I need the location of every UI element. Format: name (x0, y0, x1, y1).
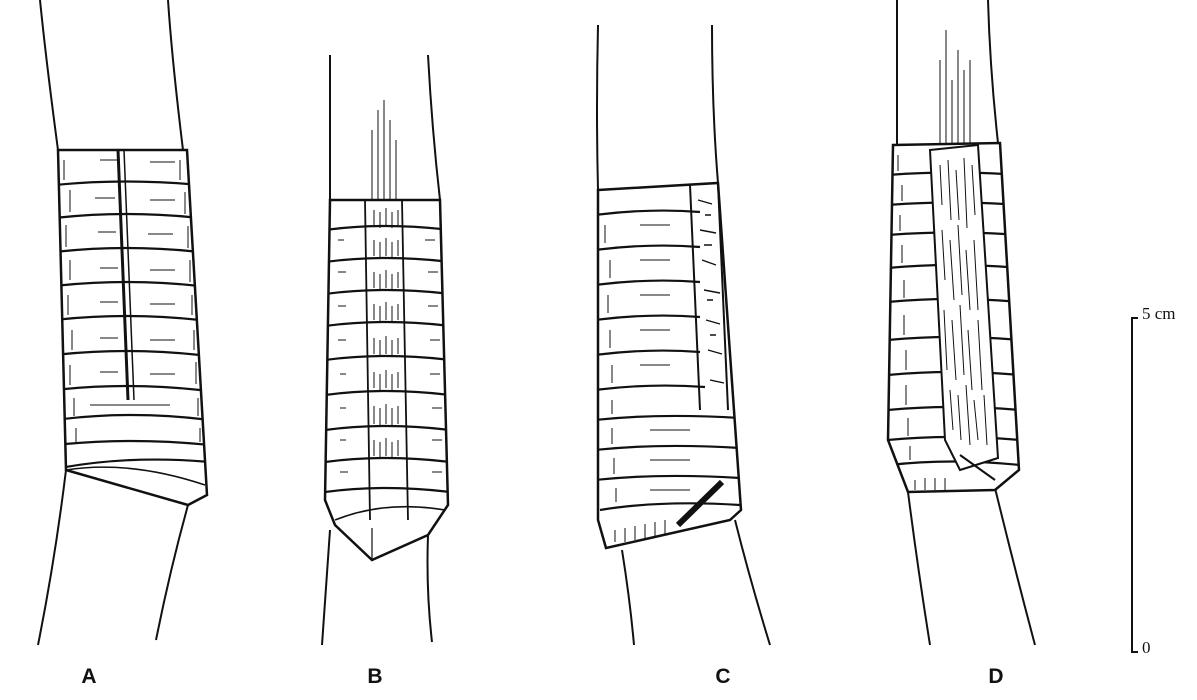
panel-label-a: A (81, 665, 97, 688)
scale-bar-bottom-label: 0 (1142, 638, 1151, 657)
panel-label-c: C (715, 665, 731, 688)
sheath-drawing-b (321, 54, 450, 646)
panel-label-b: B (367, 665, 383, 688)
sheath-drawing-c (596, 24, 771, 646)
scale-bar (1131, 317, 1138, 653)
sheath-drawing-a (37, 0, 209, 646)
sheath-drawing-d (886, 0, 1036, 646)
scale-bar-top-label: 5 cm (1142, 304, 1176, 323)
panel-label-d: D (988, 665, 1004, 688)
